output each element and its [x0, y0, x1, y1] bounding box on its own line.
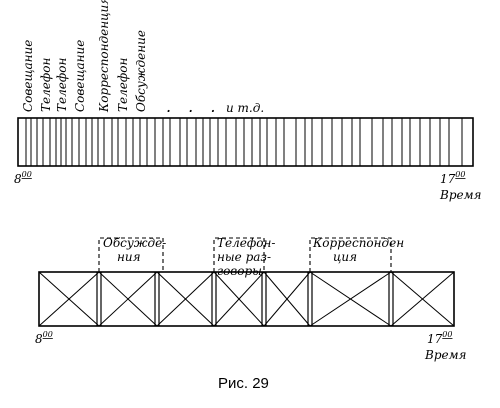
bottom-group-labels: Обсужде- ния Телефон- ные раз- говоры Ко…: [103, 236, 404, 278]
activity-label: Корреспонденция: [97, 0, 111, 113]
activity-label: Телефон: [39, 58, 53, 112]
top-bar-divisions: [25, 118, 463, 166]
top-time-axis-labels: 800 1700 Время: [14, 170, 482, 202]
bottom-time-bar: [38, 271, 455, 327]
start-time-label: 800: [14, 170, 32, 186]
activity-label: Обсуждение: [134, 30, 148, 112]
block-cross-line: [98, 271, 158, 327]
bracket-calls: [213, 237, 265, 272]
bottom-bar-blocks: [38, 271, 455, 327]
end-time-label: 1700: [427, 330, 452, 346]
group-label-calls-line1: Телефон-: [217, 236, 275, 250]
activity-label: Совещание: [73, 40, 87, 112]
group-label-correspondence-line2: ция: [333, 250, 357, 264]
block-cross-line: [156, 271, 215, 327]
time-axis-label: Время: [439, 188, 482, 202]
block-cross-line: [263, 271, 311, 327]
group-label-calls-line3: говоры: [217, 264, 262, 278]
group-label-discussions-line2: ния: [117, 250, 141, 264]
block-cross-line: [309, 271, 392, 327]
top-time-bar: [17, 117, 474, 167]
block-cross-line: [38, 271, 100, 327]
start-time-label: 800: [35, 330, 53, 346]
activity-label: Совещание: [21, 40, 35, 112]
group-label-correspondence-line1: Корреспонден: [312, 236, 404, 250]
top-bar-frame: [17, 117, 474, 167]
continuation-dots: . . .: [166, 97, 221, 116]
block-cross-line: [390, 271, 455, 327]
group-label-discussions-line1: Обсужде-: [103, 236, 166, 250]
figure-caption: Рис. 29: [218, 375, 269, 392]
activity-label: Телефон: [116, 58, 130, 112]
bottom-time-axis-labels: 800 1700 Время: [35, 330, 467, 362]
top-activity-labels: Совещание Телефон Телефон Совещание Корр…: [21, 0, 264, 116]
group-label-calls-line2: ные раз-: [217, 250, 271, 264]
block-cross-line: [213, 271, 265, 327]
group-brackets: [98, 237, 392, 272]
bracket-correspondence: [309, 237, 392, 272]
time-axis-label: Время: [424, 348, 467, 362]
etc-label: и т.д.: [226, 101, 264, 115]
end-time-label: 1700: [440, 170, 465, 186]
activity-label: Телефон: [55, 58, 69, 112]
bracket-discussions: [98, 237, 164, 272]
bottom-bar-frame: [38, 271, 455, 327]
